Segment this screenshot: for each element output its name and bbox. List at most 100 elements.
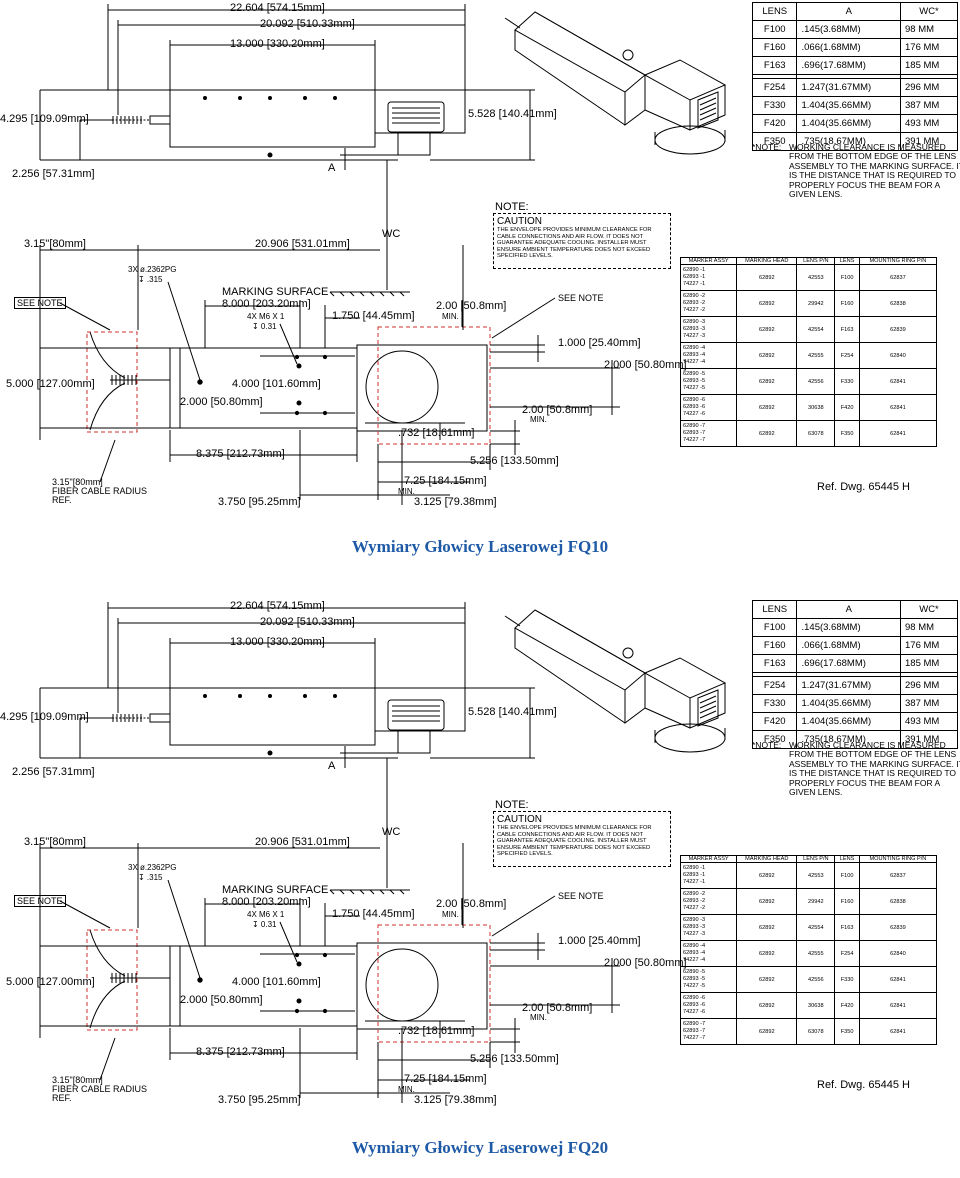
dim-m6: 4X M6 X 1	[247, 312, 285, 321]
wc-value-cell: 176 MM	[900, 38, 958, 57]
assy-part-number: 62890 -6	[683, 995, 706, 1001]
wc-value-cell: 493 MM	[900, 114, 958, 133]
head-perspective-view	[504, 11, 727, 155]
lens-plan-view	[365, 948, 439, 1022]
reference-drawing: Ref. Dwg. 65445 H	[817, 1079, 910, 1091]
a-value-cell: 1.247(31.67MM)	[796, 676, 901, 695]
mounting-ring-header: MOUNTING RING P/N	[858, 855, 938, 863]
head-vent	[387, 101, 445, 133]
assy-part-number: 74227 -5	[683, 983, 706, 989]
assy-part-number: 62893 -1	[683, 274, 706, 280]
lens-table-gap	[751, 672, 958, 677]
wc-value-cell: 296 MM	[900, 78, 958, 97]
dim-5256: 5.256 [133.50mm]	[470, 1053, 559, 1065]
lens-name-cell: F350	[751, 132, 798, 151]
wc-note-label: *NOTE:	[752, 740, 782, 750]
wc-note: *NOTE: WORKING CLEARANCE IS MEASURED FRO…	[752, 740, 960, 798]
wc-value-cell: 176 MM	[900, 636, 958, 655]
lens-name-cell: F254	[751, 676, 798, 695]
lens-name-cell: F330	[751, 694, 798, 713]
wc-value-cell: 387 MM	[900, 694, 958, 713]
wc-col-header: WC*	[900, 2, 958, 21]
lens-header: LENS	[834, 855, 860, 863]
a-value-cell: 1.404(35.66MM)	[796, 694, 901, 713]
dim-height-total: 4.295 [109.09mm]	[0, 711, 89, 723]
lens-name-cell: F350	[751, 730, 798, 749]
dim-offset-1750: 1.750 [44.45mm]	[332, 908, 415, 920]
marking-head-header: MARKING HEAD	[736, 855, 798, 863]
label-fiber-radius: 3.15"[80mm] FIBER CABLE RADIUS REF.	[52, 478, 147, 505]
caution-text: THE ENVELOPE PROVIDES MINIMUM CLEARANCE …	[497, 227, 652, 259]
marker-table-header: MARKER ASSY MARKING HEAD LENS P/N LENS M…	[679, 257, 938, 265]
dim-min-725: MIN.	[398, 487, 415, 496]
dim-holes: 3X ø.2362PG	[128, 265, 177, 274]
lens-pn-cell: 42555	[796, 342, 836, 369]
mounting-ring-cell: 62841	[858, 1018, 938, 1045]
assy-part-number: 62890 -2	[683, 891, 706, 897]
lens-col-header: LENS	[751, 2, 798, 21]
marking-head-cell: 62892	[736, 316, 798, 343]
label-see-note-right: SEE NOTE	[558, 293, 604, 303]
marking-head-cell: 62892	[736, 264, 798, 291]
lens-pn-header: LENS P/N	[796, 855, 836, 863]
assy-part-number: 62890 -2	[683, 293, 706, 299]
lens-cell: F163	[834, 316, 860, 343]
mounting-ring-cell: 62841	[858, 394, 938, 421]
lens-cell: F330	[834, 966, 860, 993]
caution-note: CAUTION THE ENVELOPE PROVIDES MINIMUM CL…	[493, 811, 671, 867]
assy-part-number: 74227 -7	[683, 1035, 706, 1041]
dim-holes-depth: ↧ .315	[138, 873, 163, 882]
technical-drawing	[39, 4, 727, 505]
wc-value-cell: 387 MM	[900, 96, 958, 115]
dim-mount-spacing: 8.000 [203.20mm]	[222, 896, 311, 908]
fiber-radius-value: 3.15"[80mm]	[52, 477, 103, 487]
dim-m6-depth: ↧ 0.31	[252, 920, 277, 929]
marking-head-cell: 62892	[736, 342, 798, 369]
assy-part-number: 62893 -3	[683, 326, 706, 332]
dim-a-label: A	[328, 162, 336, 174]
note-title: NOTE:	[495, 799, 529, 811]
fiber-radius-label: FIBER CABLE RADIUS	[52, 1084, 148, 1094]
dim-min-725: MIN.	[398, 1085, 415, 1094]
caution-heading: CAUTION	[497, 216, 542, 227]
marking-head-cell: 62892	[736, 914, 798, 941]
a-value-cell: .145(3.68MM)	[796, 618, 901, 637]
head-plan-view	[356, 344, 488, 432]
lens-side-view	[397, 730, 431, 754]
lens-name-cell: F160	[751, 38, 798, 57]
technical-drawing	[39, 602, 727, 1103]
caution-note: CAUTION THE ENVELOPE PROVIDES MINIMUM CL…	[493, 213, 671, 269]
lens-header: LENS	[834, 257, 860, 265]
head-perspective-view	[504, 609, 727, 753]
wc-value-cell: 296 MM	[900, 676, 958, 695]
dim-4000: 4.000 [101.60mm]	[232, 378, 321, 390]
dim-8375: 8.375 [212.73mm]	[196, 1046, 285, 1058]
assy-part-number: 62893 -5	[683, 976, 706, 982]
dim-732: .732 [18.61mm]	[398, 1025, 475, 1037]
lens-side-view	[397, 132, 431, 156]
assy-part-number: 62893 -2	[683, 898, 706, 904]
dim-2000-right: 2.000 [50.80mm]	[604, 957, 687, 969]
dim-clear-top: 2.00 [50.8mm]	[436, 898, 507, 910]
assy-part-number: 62893 -7	[683, 430, 706, 436]
figure-caption-fq10: Wymiary Głowicy Laserowej FQ10	[351, 537, 609, 556]
dim-mount-spacing: 8.000 [203.20mm]	[222, 298, 311, 310]
head-vent	[387, 699, 445, 731]
lens-table-gap	[751, 74, 958, 79]
dim-min-top: MIN.	[442, 312, 459, 321]
dim-offset-1750: 1.750 [44.45mm]	[332, 310, 415, 322]
lens-cell: F330	[834, 368, 860, 395]
